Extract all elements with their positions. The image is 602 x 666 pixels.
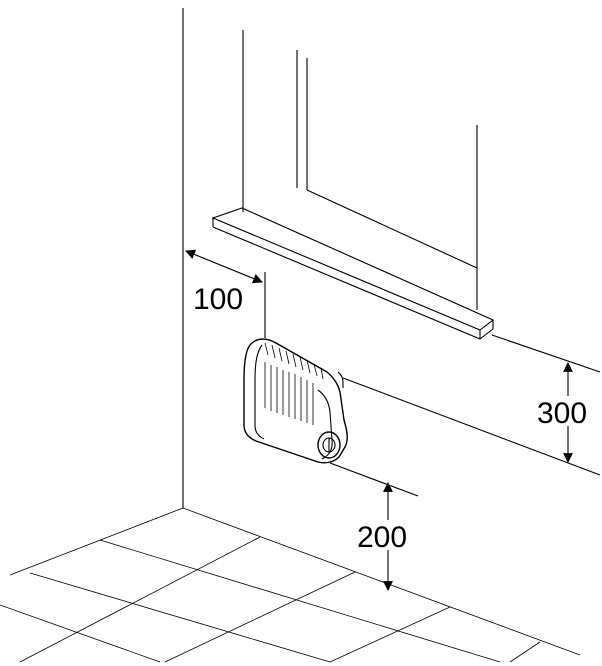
dimension-label-sill-clearance: 300 [537, 397, 587, 430]
floor-tiles [0, 507, 581, 663]
window-frame [242, 30, 478, 310]
dimension-wall-gap: 100 [185, 249, 266, 338]
dimension-label-wall-gap: 100 [193, 283, 243, 316]
heater-control-knob [317, 431, 341, 459]
fan-heater [243, 338, 348, 464]
dimension-label-floor-clearance: 200 [357, 521, 407, 554]
dimension-sill-clearance: 300 [342, 334, 601, 476]
heater-top-vents [264, 342, 324, 380]
dimension-floor-clearance: 200 [329, 462, 420, 591]
heater-front-grille [264, 362, 314, 425]
window-sill [211, 207, 495, 340]
